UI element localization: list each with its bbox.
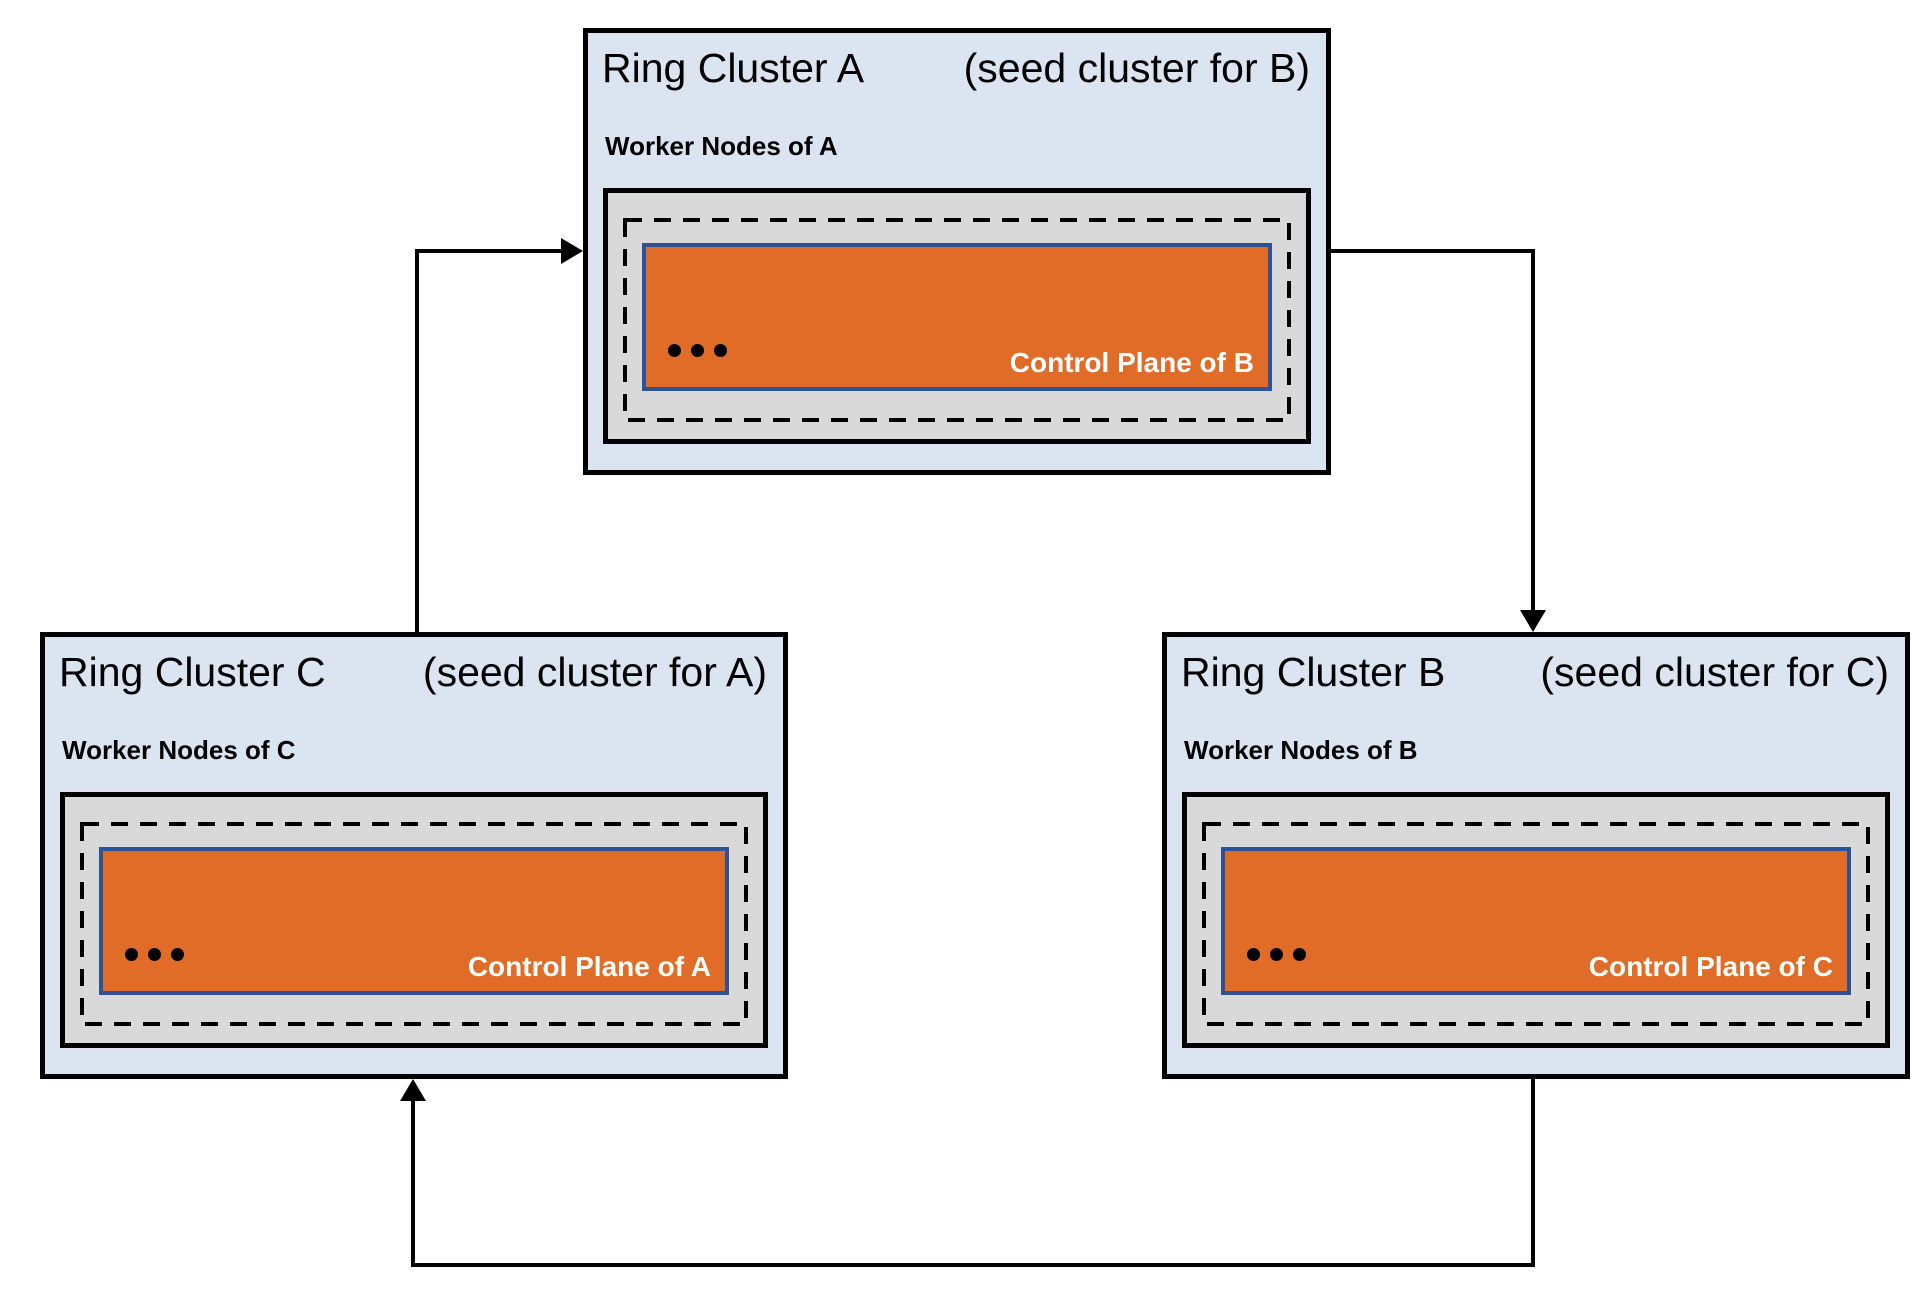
cluster-title: Ring Cluster A (602, 45, 865, 91)
cluster-title-row: Ring Cluster B (seed cluster for C) (1181, 649, 1889, 696)
cluster-box-c: Ring Cluster C (seed cluster for A) Work… (40, 632, 788, 1079)
worker-nodes-area: Control Plane of B (603, 188, 1311, 444)
control-plane-label: Control Plane of B (1009, 347, 1254, 378)
worker-nodes-label: Worker Nodes of B (1184, 735, 1418, 765)
control-plane-label: Control Plane of C (1588, 951, 1833, 982)
control-plane-box: Control Plane of B (642, 243, 1272, 391)
arrow-c-to-a-horizontal-line (415, 249, 563, 253)
seed-cluster-note: (seed cluster for A) (422, 649, 767, 695)
ellipsis-icon (1247, 948, 1306, 961)
cluster-title: Ring Cluster C (59, 649, 326, 695)
cluster-title-row: Ring Cluster C (seed cluster for A) (59, 649, 767, 696)
seed-cluster-note: (seed cluster for C) (1540, 649, 1889, 695)
ellipsis-icon (125, 948, 184, 961)
ellipsis-icon (668, 344, 727, 357)
seed-cluster-note: (seed cluster for B) (963, 45, 1310, 91)
cluster-title: Ring Cluster B (1181, 649, 1446, 695)
arrow-b-to-c-left-vertical-line (411, 1099, 415, 1267)
dashed-boundary (1202, 822, 1870, 1026)
dashed-boundary (80, 822, 748, 1026)
arrow-a-to-b-horizontal-line (1331, 249, 1533, 253)
control-plane-box: Control Plane of A (99, 847, 729, 995)
cluster-box-b: Ring Cluster B (seed cluster for C) Work… (1162, 632, 1910, 1079)
arrow-b-to-c-horizontal-line (411, 1263, 1535, 1267)
control-plane-box: Control Plane of C (1221, 847, 1851, 995)
worker-nodes-area: Control Plane of C (1182, 792, 1890, 1048)
arrow-a-to-b-vertical-line (1531, 249, 1535, 612)
arrow-b-to-c-right-vertical-line (1531, 1079, 1535, 1267)
control-plane-label: Control Plane of A (467, 951, 711, 982)
arrow-a-to-b-arrowhead-icon (1520, 610, 1546, 632)
arrow-b-to-c-arrowhead-icon (400, 1079, 426, 1101)
arrow-c-to-a-arrowhead-icon (561, 238, 583, 264)
cluster-title-row: Ring Cluster A (seed cluster for B) (602, 45, 1310, 92)
cluster-box-a: Ring Cluster A (seed cluster for B) Work… (583, 28, 1331, 475)
worker-nodes-area: Control Plane of A (60, 792, 768, 1048)
worker-nodes-label: Worker Nodes of C (62, 735, 296, 765)
arrow-c-to-a-vertical-line (415, 249, 419, 632)
worker-nodes-label: Worker Nodes of A (605, 131, 838, 161)
dashed-boundary (623, 218, 1291, 422)
